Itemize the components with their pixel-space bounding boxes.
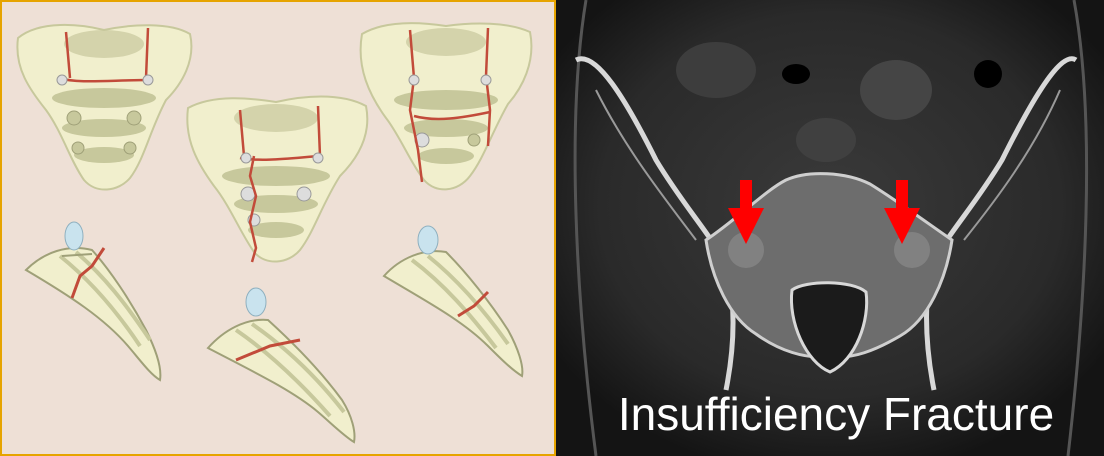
bowel-gas-right [974,60,1002,88]
illustration-svg [0,0,556,456]
ct-scan-panel: Insufficiency Fracture [556,0,1104,456]
ct-scan-caption: Insufficiency Fracture [576,384,1096,444]
sacral-fracture-illustration [0,0,556,456]
bowel-gas-left [782,64,810,84]
